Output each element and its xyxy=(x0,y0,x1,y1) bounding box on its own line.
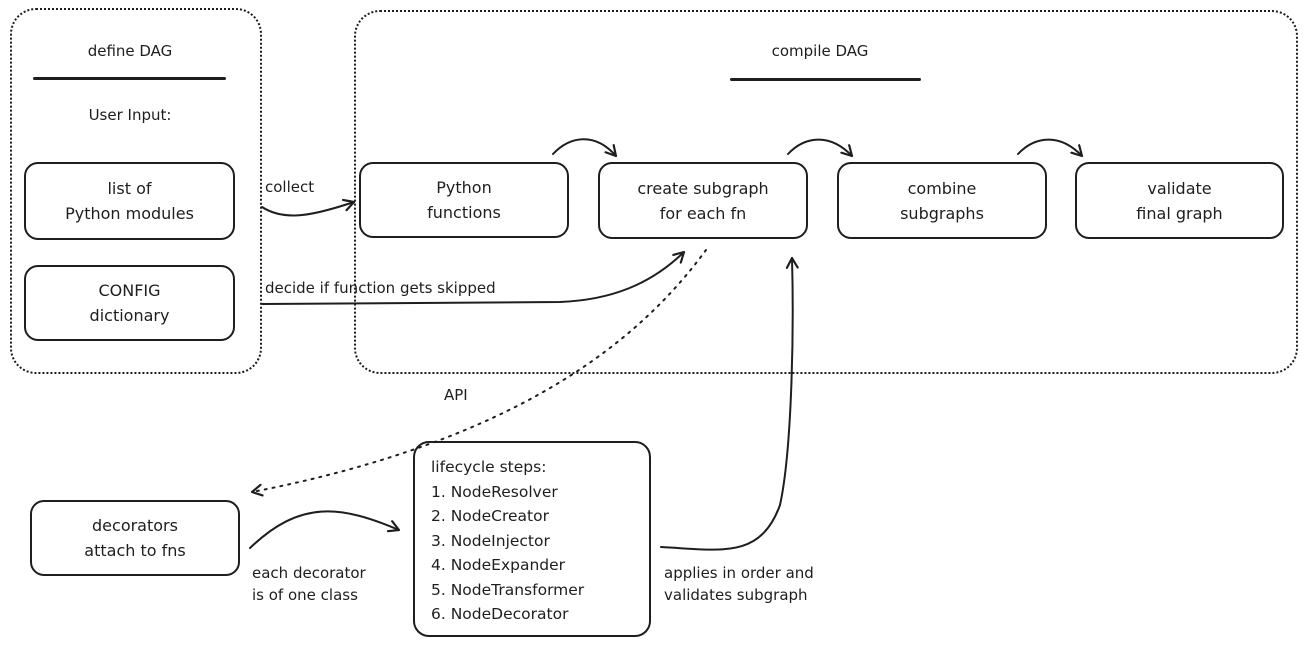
applies-label: applies in order and validates subgraph xyxy=(664,562,814,606)
lifecycle-step: 5. NodeTransformer xyxy=(431,580,585,599)
hop-arrow-3 xyxy=(1017,138,1084,158)
skip-arrow xyxy=(261,250,686,305)
python-functions-line1: Python xyxy=(436,178,492,197)
collect-label: collect xyxy=(265,178,315,196)
lifecycle-step: 3. NodeInjector xyxy=(431,531,550,550)
combine-subgraphs-line1: combine xyxy=(907,178,977,198)
config-dictionary-line1: CONFIG xyxy=(98,281,161,300)
applies-arrow xyxy=(660,256,799,551)
create-subgraph-node[interactable]: create subgraph for each fn xyxy=(598,162,808,239)
validate-final-graph-line1: validate xyxy=(1147,178,1212,198)
compile-dag-title: compile DAG xyxy=(771,42,869,60)
collect-arrow xyxy=(261,198,356,217)
compile-dag-group xyxy=(354,10,1298,374)
lifecycle-steps-box[interactable]: lifecycle steps: 1. NodeResolver 2. Node… xyxy=(413,441,651,637)
python-modules-line1: list of xyxy=(107,179,152,198)
decorators-line1: decorators xyxy=(92,516,178,535)
python-functions-node[interactable]: Python functions xyxy=(359,162,569,238)
define-dag-group xyxy=(10,8,262,374)
hop-arrow-2 xyxy=(787,138,854,158)
config-dictionary-node[interactable]: CONFIG dictionary xyxy=(24,265,235,341)
lifecycle-step: 4. NodeExpander xyxy=(431,556,566,574)
decorators-line2: attach to fns xyxy=(84,541,186,560)
define-dag-title-underline xyxy=(33,77,226,80)
decorators-node[interactable]: decorators attach to fns xyxy=(30,500,240,576)
python-modules-node[interactable]: list of Python modules xyxy=(24,162,235,240)
python-functions-line2: functions xyxy=(427,203,501,222)
combine-subgraphs-node[interactable]: combine subgraphs xyxy=(837,162,1047,239)
lifecycle-step: 2. NodeCreator xyxy=(431,507,549,525)
validate-final-graph-node[interactable]: validate final graph xyxy=(1075,162,1284,239)
define-dag-title: define DAG xyxy=(87,42,173,60)
each-decorator-arrow xyxy=(249,510,401,549)
create-subgraph-line2: for each fn xyxy=(659,203,747,223)
hop-arrow-1 xyxy=(552,138,618,158)
lifecycle-step: 6. NodeDecorator xyxy=(431,605,569,623)
compile-dag-title-underline xyxy=(730,78,921,81)
applies-line2: validates subgraph xyxy=(664,586,808,604)
python-modules-line2: Python modules xyxy=(65,204,194,223)
api-label: API xyxy=(444,386,468,404)
lifecycle-heading: lifecycle steps: xyxy=(431,458,547,476)
combine-subgraphs-line2: subgraphs xyxy=(900,203,984,223)
each-decorator-line2: is of one class xyxy=(252,586,358,604)
user-input-label: User Input: xyxy=(88,106,172,124)
api-arrow xyxy=(250,249,707,497)
create-subgraph-line1: create subgraph xyxy=(637,178,769,198)
config-dictionary-line2: dictionary xyxy=(89,306,170,325)
applies-line1: applies in order and xyxy=(664,564,814,582)
lifecycle-step: 1. NodeResolver xyxy=(431,482,558,501)
each-decorator-line1: each decorator xyxy=(252,564,366,582)
skip-label: decide if function gets skipped xyxy=(265,279,496,297)
each-decorator-label: each decorator is of one class xyxy=(252,562,366,606)
validate-final-graph-line2: final graph xyxy=(1136,203,1223,223)
